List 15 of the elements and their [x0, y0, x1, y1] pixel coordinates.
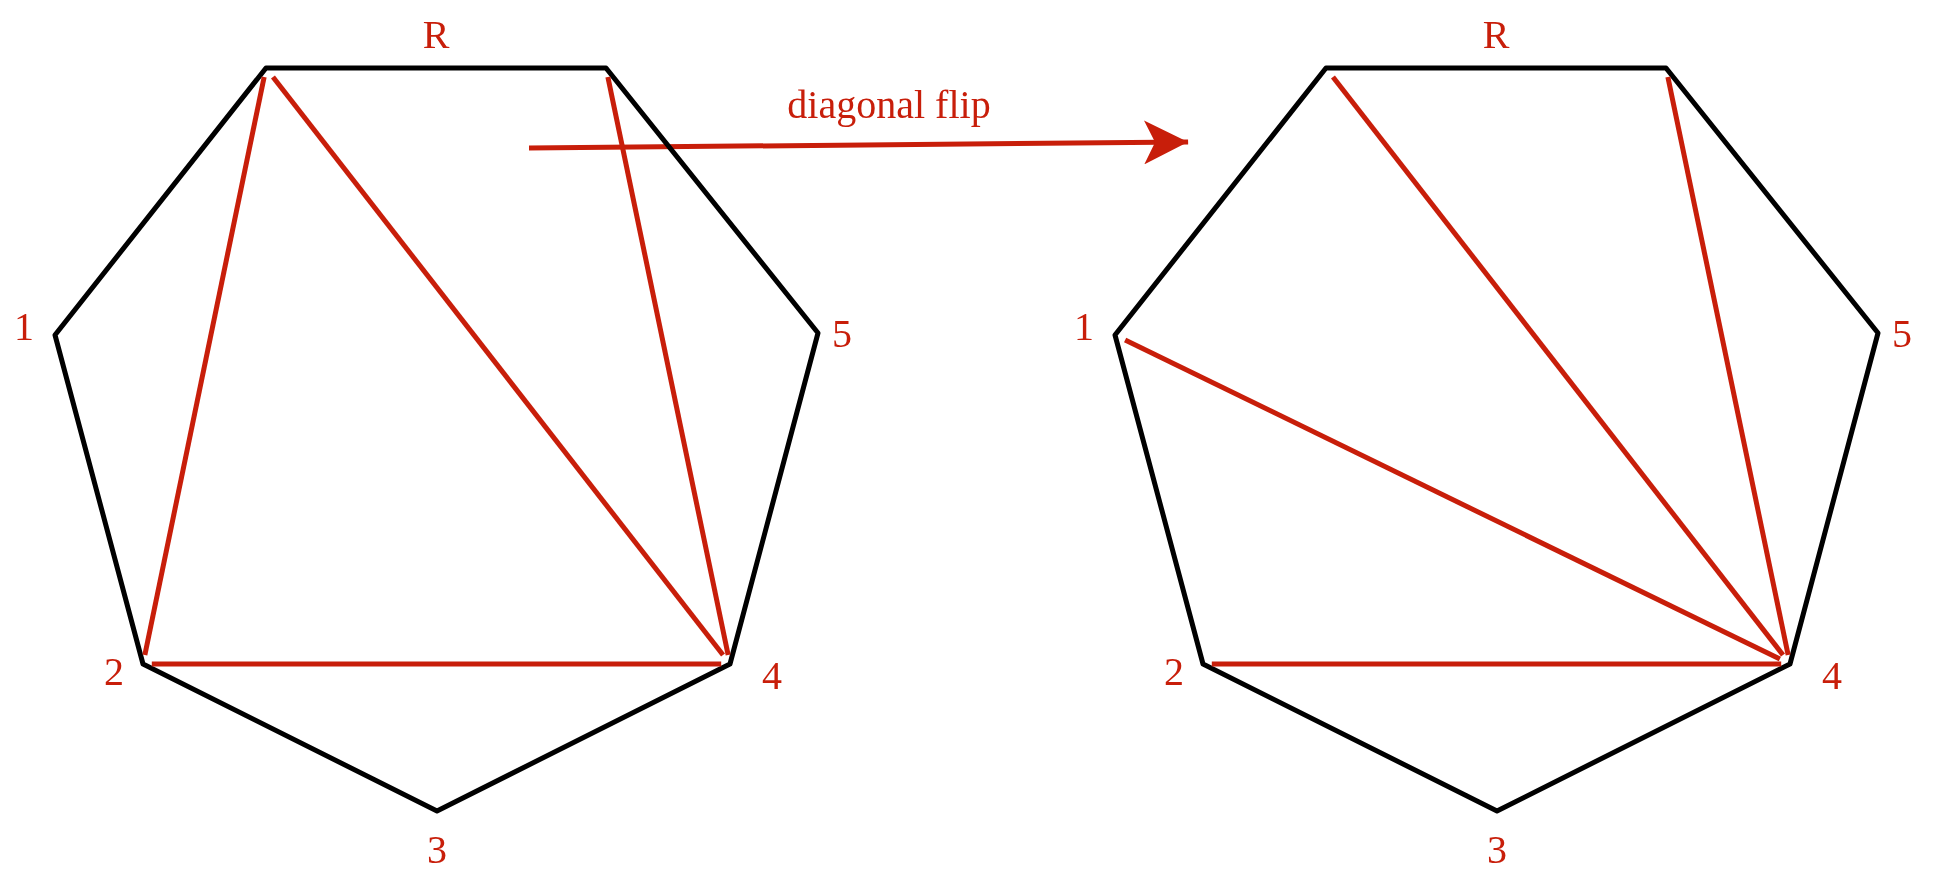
vertex-label: 4	[762, 656, 782, 696]
side-label: R	[422, 15, 450, 55]
vertex-label: 3	[427, 830, 447, 870]
vertex-label: 1	[14, 307, 34, 347]
vertex-label: 5	[832, 314, 852, 354]
vertex-label: 2	[104, 652, 124, 692]
vertex-label: 3	[1487, 830, 1507, 870]
vertex-label: 2	[1164, 652, 1184, 692]
edge-label: diagonal flip	[787, 85, 991, 125]
side-label: R	[1482, 15, 1510, 55]
heptagon-drawing	[1111, 64, 1882, 815]
vertex-label: 1	[1074, 307, 1094, 347]
arrow	[529, 120, 1189, 165]
vertex-label: 5	[1892, 314, 1912, 354]
vertex-label: 4	[1822, 656, 1842, 696]
